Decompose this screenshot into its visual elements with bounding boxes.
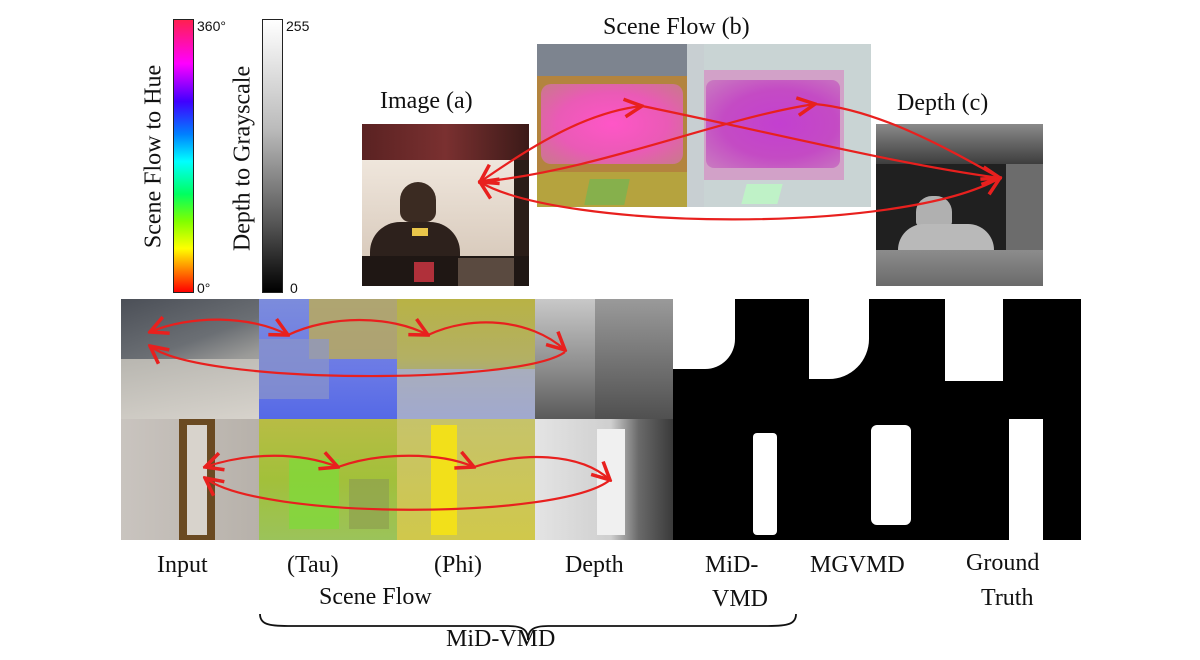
row1-ground-truth-cell [945,299,1081,419]
col-label-depth: Depth [565,552,624,578]
gray-colorbar [262,19,283,293]
row1-input-cell [121,299,259,419]
brace-label: MiD-VMD [446,626,556,652]
col-label-midvmd-line1: MiD- [705,552,759,578]
row2-input-cell [121,419,259,540]
row1-mgvmd-cell [809,299,945,419]
row1-midvmd-cell [673,299,809,419]
scene-flow-group-label: Scene Flow [319,584,432,610]
scene-flow-b-phi-panel [704,44,871,207]
row2-ground-truth-cell [945,419,1081,540]
col-label-mgvmd: MGVMD [810,552,905,578]
hue-min-tick: 0° [197,280,211,296]
col-label-gt-line2: Truth [981,585,1034,611]
hue-colorbar-label: Scene Flow to Hue [140,64,167,249]
col-label-phi: (Phi) [434,552,482,578]
depth-c-label: Depth (c) [897,90,989,116]
scene-flow-b-label: Scene Flow (b) [603,14,750,40]
row1-depth-cell [535,299,673,419]
col-label-midvmd-line2: VMD [712,586,769,612]
row2-depth-cell [535,419,673,540]
image-a-label: Image (a) [380,88,473,114]
image-a-panel [362,124,529,286]
row2-mgvmd-cell [809,419,945,540]
row2-phi-cell [397,419,535,540]
col-label-tau: (Tau) [287,552,339,578]
gray-min-tick: 0 [290,280,298,296]
gray-colorbar-label: Depth to Grayscale [229,65,256,252]
row2-midvmd-cell [673,419,809,540]
row1-tau-cell [259,299,397,419]
midvmd-brace [259,613,797,641]
row1-phi-cell [397,299,535,419]
row2-tau-cell [259,419,397,540]
hue-colorbar [173,19,194,293]
col-label-input: Input [157,552,208,578]
hue-max-tick: 360° [197,18,226,34]
scene-flow-b-tau-panel [537,44,704,207]
gray-max-tick: 255 [286,18,310,34]
depth-c-panel [876,124,1043,286]
col-label-gt-line1: Ground [966,550,1040,576]
